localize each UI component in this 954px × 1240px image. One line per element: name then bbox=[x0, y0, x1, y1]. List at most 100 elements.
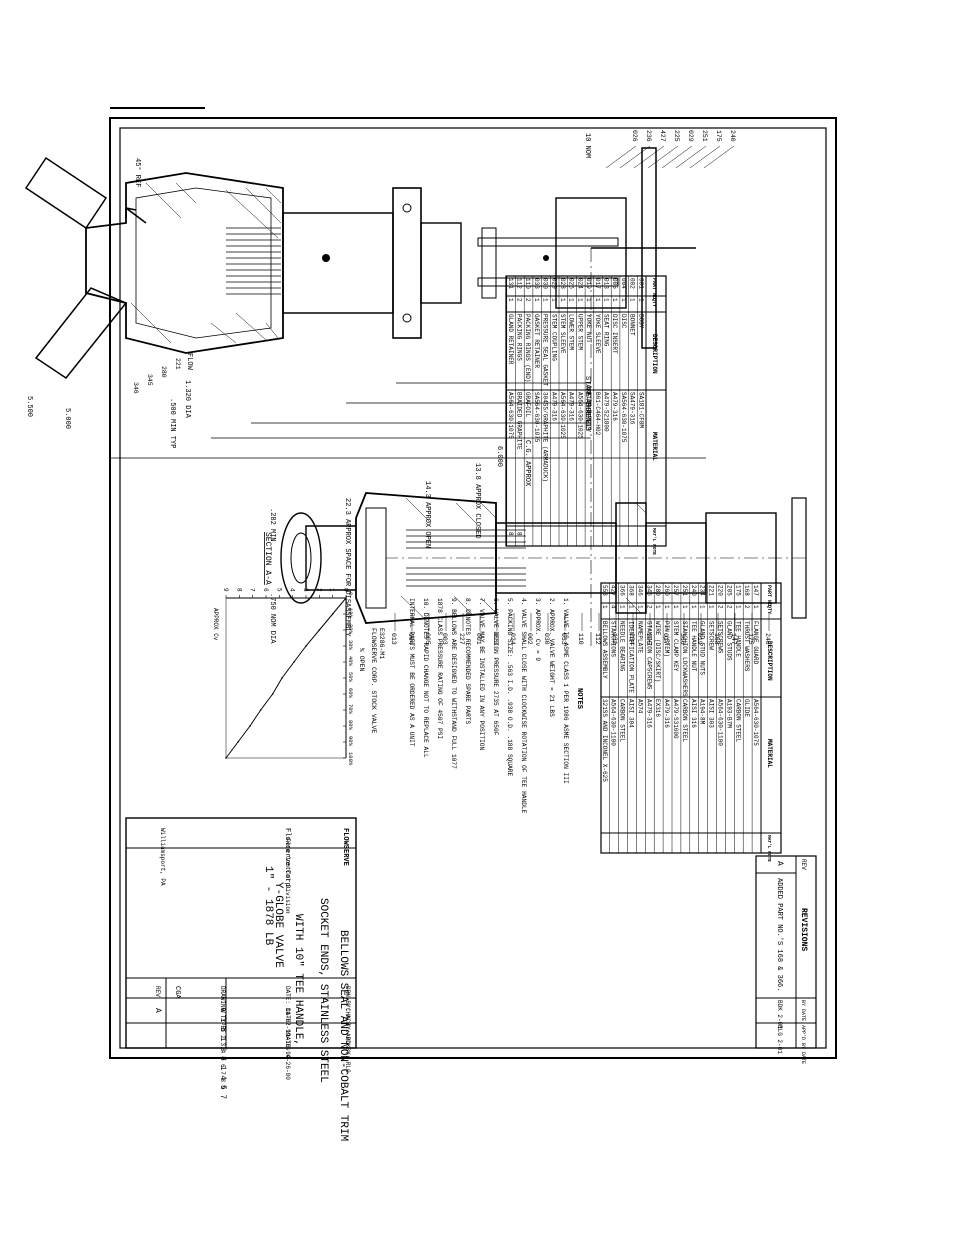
qty-cell: 1 bbox=[663, 605, 670, 609]
x-tick-label: 0 bbox=[347, 592, 354, 595]
part-no-cell: 368 bbox=[628, 585, 635, 596]
cv-point bbox=[345, 597, 347, 599]
note-item: 6. VALVE DESIGN PRESSURE 2735 AT 650F bbox=[492, 598, 499, 736]
notes-block: NOTES 1. VALVE IS ASME CLASS 1 PER 1986 A… bbox=[408, 598, 583, 814]
material-cell: SA564-630-1075 bbox=[620, 392, 627, 443]
dim-cg-approx: C.G. APPROX bbox=[523, 440, 531, 487]
y-tick-label: 1 bbox=[329, 588, 336, 592]
description-cell: PACKING RINGS (END) bbox=[524, 314, 531, 382]
part-callout: 004 bbox=[407, 633, 414, 645]
part-callout: 024 bbox=[509, 633, 516, 645]
valve-elevation-view bbox=[24, 147, 696, 648]
material-cell: B61-C464-H02 bbox=[594, 392, 601, 436]
part-callout: 019 bbox=[696, 633, 703, 645]
material-cell: A564-630-1100 bbox=[610, 699, 617, 746]
callout-leader bbox=[647, 145, 679, 169]
callout-leader bbox=[675, 145, 707, 169]
description-cell: STANCHION CAPSCREWS bbox=[645, 621, 652, 690]
title-block bbox=[125, 817, 357, 1049]
material-cell: AISI 304 bbox=[628, 699, 635, 728]
part-callout: 175 bbox=[747, 633, 754, 645]
note-item: 7. VALVE MAY BE INSTALLED IN ANY POSITIO… bbox=[478, 598, 485, 751]
tb-apd-by: APD BY: RLG bbox=[344, 1033, 351, 1073]
sheet-border bbox=[109, 117, 837, 1059]
part-no-cell: 366 bbox=[619, 585, 626, 596]
revisions-title: REVISIONS bbox=[799, 908, 808, 951]
col-header-part-no: PART NO bbox=[651, 278, 657, 299]
part-callout: 001 bbox=[475, 633, 482, 645]
note-item: INTERNAL PARTS MUST BE ORDERED AS A UNIT bbox=[408, 598, 415, 747]
description-cell: SETSCREWS bbox=[717, 621, 724, 654]
rev-col-label: REV bbox=[800, 859, 807, 870]
part-no-cell: 026 bbox=[568, 278, 575, 289]
cv-point bbox=[271, 693, 274, 695]
col-header-material: MATERIAL bbox=[766, 739, 773, 768]
dim-45-ref: 45° REF bbox=[133, 158, 142, 187]
dim-282-min: .282 MIN bbox=[268, 508, 276, 542]
description-cell: FLANGE GUARD bbox=[752, 621, 759, 665]
cv-point bbox=[293, 661, 295, 663]
part-callout: 240 bbox=[729, 130, 736, 142]
description-cell: TEE HANDLE NUT bbox=[690, 621, 697, 672]
qty-cell: 1 bbox=[681, 605, 688, 609]
rev-appd-label: APP'D BY DATE bbox=[800, 1025, 806, 1064]
tb-city: Williamsport, PA bbox=[159, 828, 166, 886]
part-callout: 236 bbox=[645, 130, 652, 142]
part-callout: 030 bbox=[543, 633, 550, 645]
stake-threads-label-2: AT ASSEMBLY bbox=[583, 386, 591, 433]
x-tick-label: 20% bbox=[347, 624, 354, 635]
material-cell: A574 bbox=[636, 699, 643, 714]
part-callout: 026 bbox=[631, 130, 638, 142]
dim-6000: 6.000 bbox=[495, 446, 503, 467]
part-no-cell: 234 bbox=[699, 585, 706, 596]
dimension-lines bbox=[111, 382, 706, 459]
note-cell: 8 bbox=[507, 532, 514, 536]
material-cell: CARBON STEEL bbox=[619, 699, 626, 743]
material-cell: A479-S21800 bbox=[603, 392, 610, 432]
cv-chart: 010%20%30%40%50%60%70%80%90%100%01234567… bbox=[212, 588, 385, 766]
tb-drawing-no: W 1 8 1 2 8 1 4 5 7 bbox=[218, 1008, 227, 1099]
qty-cell: 1 bbox=[601, 605, 608, 609]
y-tick-label: 3 bbox=[302, 588, 309, 592]
chart-subtitle: E3286-M1 bbox=[378, 628, 385, 659]
x-tick-label: 40% bbox=[347, 656, 354, 667]
tb-apd-date: DATE: 4-26-00 bbox=[284, 1033, 291, 1080]
y-tick-label: 6 bbox=[262, 588, 269, 592]
note-item: 10. DENOTES RAPID CHANGE NOT TO REPLACE … bbox=[422, 598, 429, 758]
part-callout: 147 bbox=[730, 633, 737, 645]
flow-label: FLOW bbox=[185, 353, 193, 371]
description-cell: GLAND STUDS bbox=[725, 621, 732, 661]
qty-cell: 1 bbox=[708, 605, 715, 609]
qty-cell: 2 bbox=[743, 605, 750, 609]
col-header-part-no: PART NO bbox=[766, 585, 772, 606]
material-cell: A564-630-1025 bbox=[576, 392, 583, 439]
qty-cell: 1 bbox=[585, 298, 592, 302]
qty-cell: 2 bbox=[725, 605, 732, 609]
part-no-cell: 220 bbox=[717, 585, 724, 596]
note-item: 1. VALVE IS ASME CLASS 1 PER 1986 ASME S… bbox=[562, 598, 569, 784]
part-callout: 240 bbox=[764, 633, 771, 645]
x-tick-label: 70% bbox=[347, 704, 354, 715]
material-cell: A194-8 bbox=[585, 392, 592, 414]
part-no-cell: 030 bbox=[542, 278, 549, 289]
callout-leader bbox=[605, 145, 637, 169]
tb-chk-date: DATE: 11-10-99 bbox=[284, 1008, 291, 1059]
part-no-cell: 251 bbox=[681, 585, 688, 596]
stake-threads-label: STAKE THREADS bbox=[583, 376, 591, 431]
note-item: 8. DENOTES RECOMMENDED SPARE PARTS bbox=[464, 598, 471, 725]
part-no-cell: 147 bbox=[752, 585, 759, 596]
chart-x-label: % OPEN bbox=[358, 648, 365, 672]
dim-750-nom-dia: .750 NOM DIA bbox=[268, 593, 276, 644]
part-no-cell: 005 bbox=[611, 278, 618, 289]
qty-cell: 1 bbox=[699, 605, 706, 609]
part-no-cell: 427 bbox=[610, 585, 617, 596]
qty-cell: 1 bbox=[637, 298, 644, 302]
part-no-cell: 028 bbox=[559, 278, 566, 289]
part-no-cell: 017 bbox=[594, 278, 601, 289]
description-cell: BELLOWS ASSEMBLY bbox=[601, 621, 608, 679]
material-cell: A479-316 bbox=[663, 699, 670, 728]
x-tick-label: 30% bbox=[347, 640, 354, 651]
description-cell: DISC INSERT bbox=[611, 314, 618, 354]
notes-title: NOTES bbox=[575, 688, 583, 709]
